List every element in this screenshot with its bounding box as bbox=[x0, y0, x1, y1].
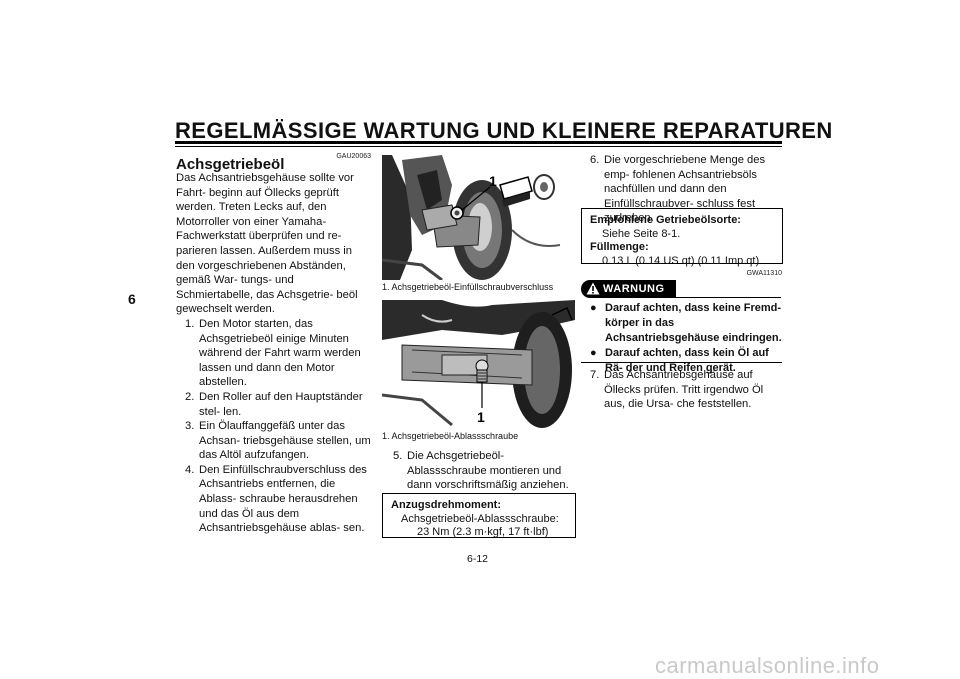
figure1-caption: 1. Achsgetriebeöl-Einfüllschraubverschlu… bbox=[382, 282, 554, 292]
step-text: Den Einfüllschraubverschluss des Achsant… bbox=[199, 463, 367, 535]
warning-triangle-icon bbox=[586, 282, 600, 295]
warning-list: ● Darauf achten, dass keine Fremd- körper… bbox=[590, 301, 782, 377]
steps-list-step7: 7. Das Achsantriebsgehäuse auf Öllecks pr… bbox=[581, 368, 782, 412]
warning-badge-label: WARNUNG bbox=[603, 283, 665, 295]
step-number: 3. bbox=[185, 420, 195, 433]
torque-value: 23 Nm (2.3 m·kgf, 17 ft·lbf) bbox=[417, 526, 549, 538]
oil-spec-box: Empfohlene Getriebeölsorte: Siehe Seite … bbox=[581, 208, 783, 267]
steps-list-step5: 5. Die Achsgetriebeöl-Ablassschraube mont… bbox=[384, 449, 574, 493]
step-item: 1. Den Motor starten, das Achsgetriebeöl … bbox=[176, 317, 371, 390]
page-number: 6-12 bbox=[467, 553, 489, 565]
warning-header-rule bbox=[676, 297, 781, 298]
oil-type-value: Siehe Seite 8-1. bbox=[602, 227, 681, 240]
fill-quantity-value: 0.13 L (0.14 US qt) (0.11 Imp.qt) bbox=[602, 254, 760, 267]
step-item: 2. Den Roller auf den Hauptständer stel- … bbox=[176, 390, 371, 419]
step-text: Den Roller auf den Hauptständer stel- le… bbox=[199, 390, 363, 418]
step-item: 3. Ein Ölauffanggefäß unter das Achsan- t… bbox=[176, 419, 371, 463]
fill-cap-illustration: 1 bbox=[381, 155, 575, 282]
torque-item: Achsgetriebeöl-Ablassschraube: bbox=[401, 512, 559, 525]
warning-bottom-rule bbox=[581, 362, 782, 363]
warning-header: WARNUNG bbox=[581, 280, 781, 300]
step-text: Die vorgeschriebene Menge des emp- fohle… bbox=[604, 154, 766, 225]
fill-quantity-label: Füllmenge: bbox=[590, 241, 649, 253]
section-code: GAU20063 bbox=[336, 153, 371, 160]
warning-item: ● Darauf achten, dass kein Öl auf Rä- der… bbox=[590, 346, 782, 376]
step-number: 1. bbox=[185, 317, 195, 330]
step-item: 7. Das Achsantriebsgehäuse auf Öllecks pr… bbox=[581, 368, 782, 412]
step-text: Den Motor starten, das Achsgetriebeöl ei… bbox=[199, 317, 361, 389]
warning-badge: WARNUNG bbox=[581, 280, 676, 298]
oil-type-label: Empfohlene Getriebeölsorte: bbox=[590, 214, 741, 226]
warning-code: GWA11310 bbox=[746, 270, 782, 277]
step-number: 7. bbox=[590, 369, 600, 381]
warning-item: ● Darauf achten, dass keine Fremd- körper… bbox=[590, 301, 782, 345]
warning-item-text: Darauf achten, dass keine Fremd- körper … bbox=[605, 302, 782, 344]
header-rule-thick bbox=[175, 141, 782, 144]
figure-drain-bolt: 1 bbox=[381, 300, 575, 428]
torque-label: Anzugsdrehmoment: bbox=[391, 499, 501, 511]
figure-fill-cap: 1 bbox=[381, 155, 575, 282]
step-item: 4. Den Einfüllschraubverschluss des Achsa… bbox=[176, 463, 371, 536]
section-intro: Das Achsantriebsgehäuse sollte vor Fahrt… bbox=[176, 171, 371, 536]
bullet-icon: ● bbox=[590, 302, 597, 314]
step-7: 7. Das Achsantriebsgehäuse auf Öllecks pr… bbox=[581, 368, 782, 412]
step-text: Die Achsgetriebeöl-Ablassschraube montie… bbox=[407, 450, 569, 492]
step-number: 6. bbox=[590, 154, 600, 166]
drain-bolt-illustration: 1 bbox=[381, 300, 575, 428]
step-5: 5. Die Achsgetriebeöl-Ablassschraube mont… bbox=[384, 449, 574, 493]
step-6: 6. Die vorgeschriebene Menge des emp- foh… bbox=[581, 153, 782, 226]
figure1-callout: 1 bbox=[489, 173, 497, 189]
figure2-caption: 1. Achsgetriebeöl-Ablassschraube bbox=[382, 431, 519, 441]
intro-text: Das Achsantriebsgehäuse sollte vor Fahrt… bbox=[176, 172, 358, 316]
bullet-icon: ● bbox=[590, 347, 597, 360]
step-text: Das Achsantriebsgehäuse auf Öllecks prüf… bbox=[604, 369, 764, 411]
step-number: 2. bbox=[185, 390, 195, 403]
step-number: 5. bbox=[393, 450, 403, 462]
page-header-title: REGELMÄSSIGE WARTUNG UND KLEINERE REPARA… bbox=[175, 118, 833, 143]
torque-spec-box: Anzugsdrehmoment: Achsgetriebeöl-Ablasss… bbox=[382, 493, 576, 538]
chapter-tab: 6 bbox=[128, 291, 136, 307]
site-watermark: carmanualsonline.info bbox=[655, 653, 880, 678]
step-item: 5. Die Achsgetriebeöl-Ablassschraube mont… bbox=[384, 449, 574, 493]
steps-list-step6: 6. Die vorgeschriebene Menge des emp- foh… bbox=[581, 153, 782, 226]
steps-list: 1. Den Motor starten, das Achsgetriebeöl … bbox=[176, 317, 371, 536]
step-text: Ein Ölauffanggefäß unter das Achsan- tri… bbox=[199, 420, 371, 462]
step-number: 4. bbox=[185, 463, 195, 476]
warning-item-text: Darauf achten, dass kein Öl auf Rä- der … bbox=[605, 347, 769, 375]
figure2-callout: 1 bbox=[477, 409, 485, 425]
header-rule-thin bbox=[175, 146, 782, 147]
section-title: Achsgetriebeöl bbox=[176, 156, 285, 173]
step-item: 6. Die vorgeschriebene Menge des emp- foh… bbox=[581, 153, 782, 226]
